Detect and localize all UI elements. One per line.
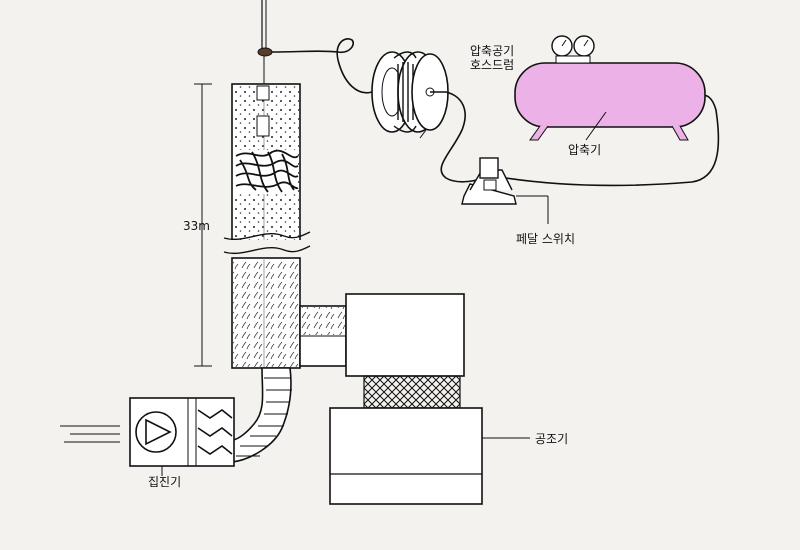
height-label: 33m (183, 219, 210, 233)
pedal-switch (461, 157, 549, 224)
hose-drum-label: 압축공기 호스드럼 (470, 44, 514, 72)
height-dimension (194, 83, 212, 367)
dust-collector-label: 집진기 (148, 475, 182, 489)
exhaust-lines (60, 425, 120, 443)
flex-hose (231, 367, 292, 463)
fan-icon (135, 411, 177, 453)
hose-to-drum (271, 38, 373, 94)
air-handling-unit (329, 293, 530, 505)
vertical-duct-upper (223, 83, 312, 254)
hose-drum-label-line1: 압축공기 (470, 44, 515, 58)
hose-drum (371, 51, 449, 139)
air-handler-label: 공조기 (535, 432, 569, 446)
pedal-switch-label: 페달 스위치 (516, 232, 576, 246)
compressor-label: 압축기 (568, 143, 602, 157)
compressor (514, 35, 706, 141)
vertical-duct-lower (231, 257, 347, 369)
dust-collector (60, 397, 235, 476)
hose-drum-to-pedal (440, 91, 485, 183)
hose-drum-label-line2: 호스드럼 (470, 58, 515, 72)
duct-brush (234, 149, 299, 194)
hose-pedal-to-compressor (505, 94, 720, 187)
filter-icon (197, 409, 233, 455)
